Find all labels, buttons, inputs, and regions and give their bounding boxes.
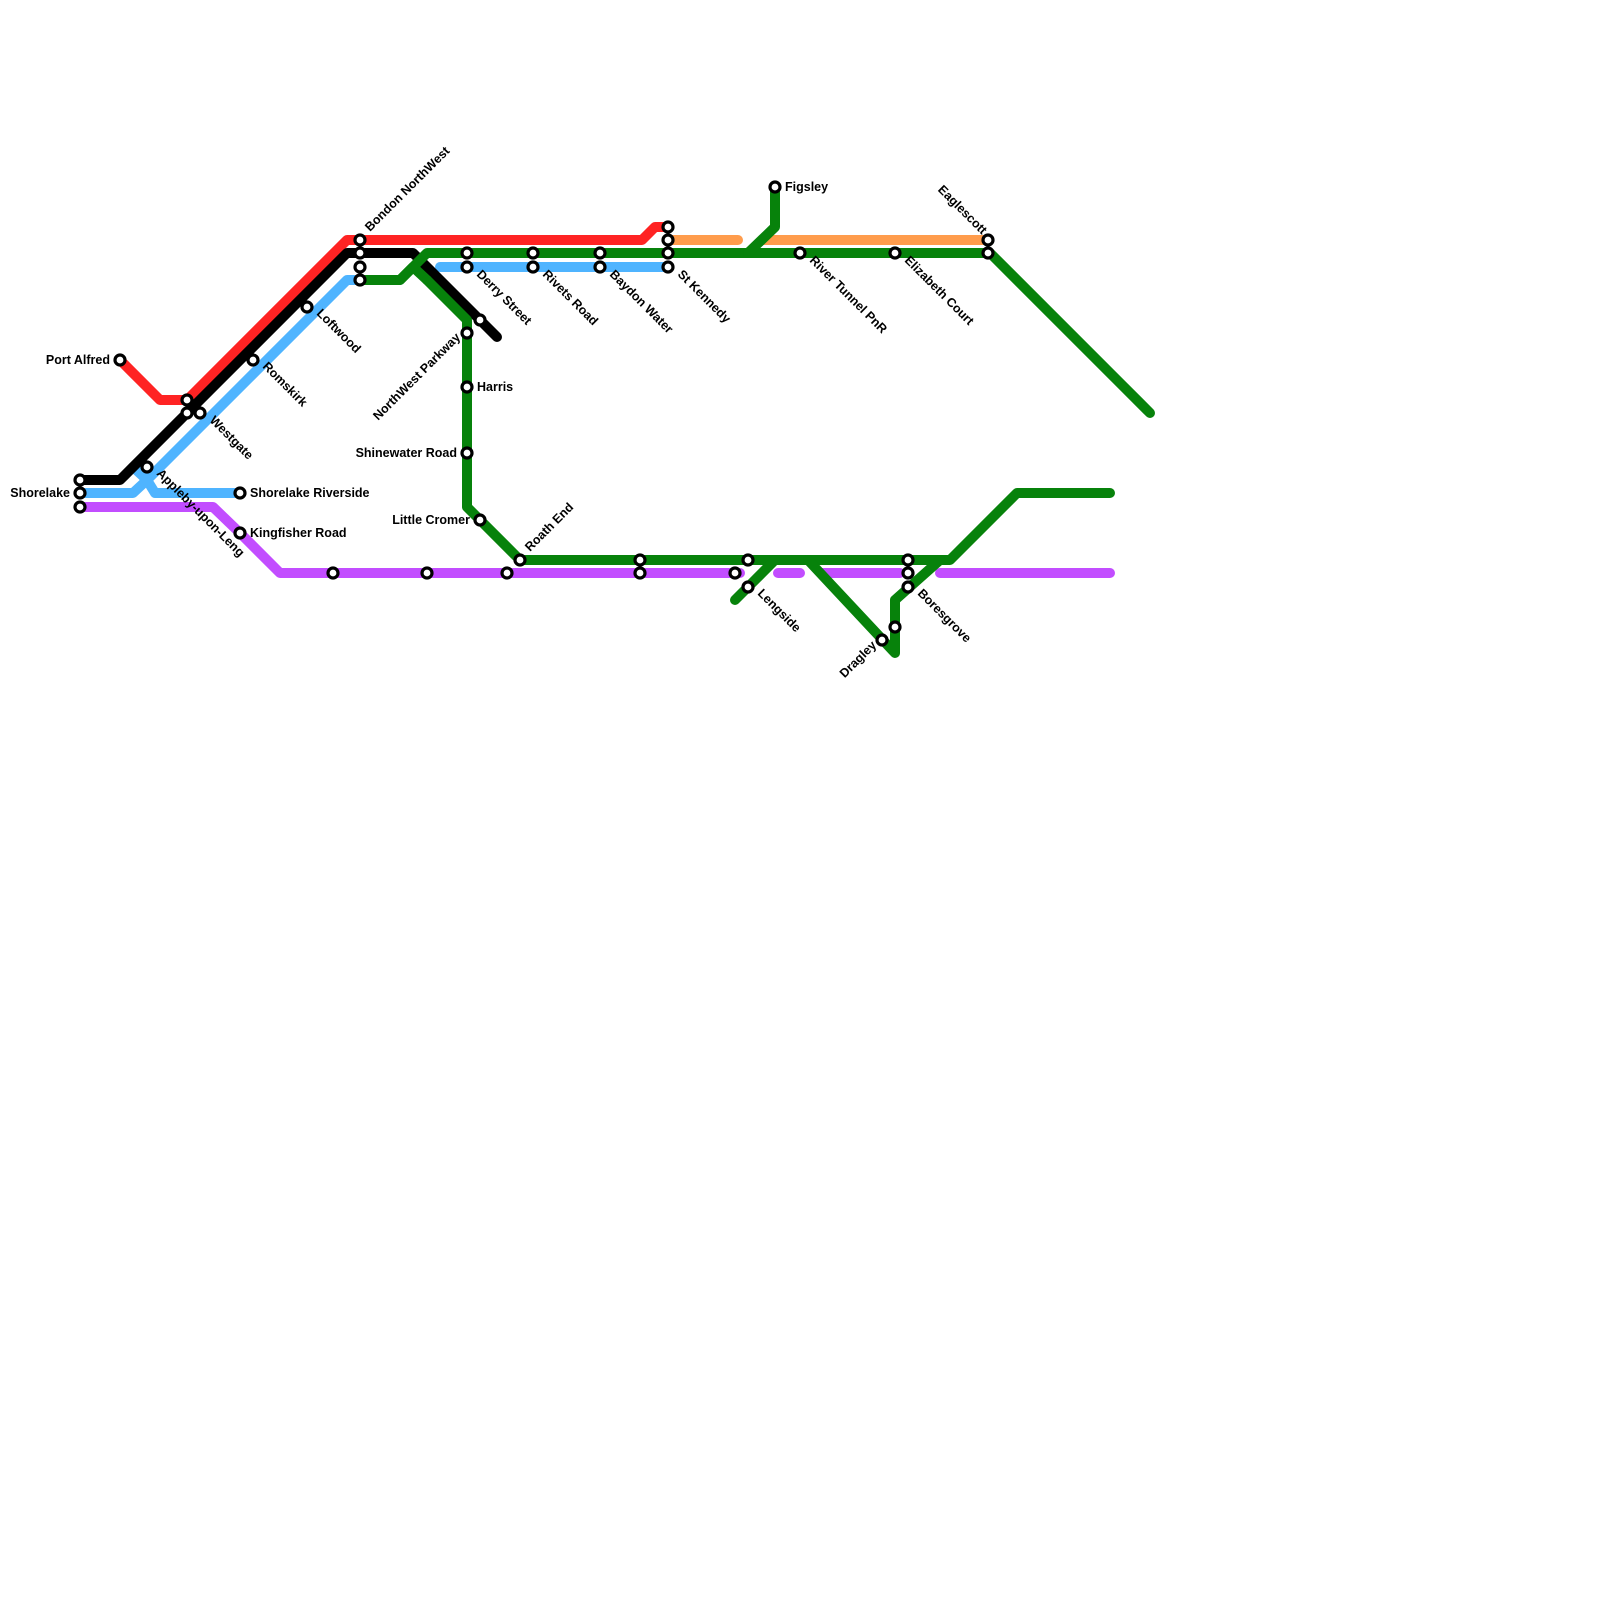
- station-st-kennedy-red[interactable]: [661, 220, 675, 234]
- label-little-cromer: Little Cromer: [392, 513, 470, 527]
- station-unnamed-interchange-green[interactable]: [633, 553, 647, 567]
- station-baydon-water-blue[interactable]: [593, 260, 607, 274]
- green-line-connector[interactable]: [395, 262, 432, 285]
- station-st-kennedy-blue[interactable]: [661, 260, 675, 274]
- station-derry-street-black[interactable]: [473, 313, 487, 327]
- label-shorelake-riverside: Shorelake Riverside: [250, 486, 370, 500]
- label-appleby-upon-leng: Appleby-upon-Leng: [154, 466, 247, 559]
- station-bondon-northwest-black[interactable]: [353, 246, 367, 260]
- station-bondon-northwest-blue[interactable]: [353, 260, 367, 274]
- label-kingfisher-road: Kingfisher Road: [250, 526, 347, 540]
- station-westgate-blue[interactable]: [193, 406, 207, 420]
- station-romskirk[interactable]: [246, 353, 260, 367]
- station-bondon-northwest-green[interactable]: [353, 273, 367, 287]
- label-baydon-water: Baydon Water: [607, 267, 676, 336]
- label-shinewater-road: Shinewater Road: [356, 446, 457, 460]
- station-unnamed-interchange-purple[interactable]: [633, 566, 647, 580]
- label-boresgrove: Boresgrove: [915, 586, 974, 645]
- station-appleby-upon-leng[interactable]: [140, 460, 154, 474]
- station-st-kennedy-orange[interactable]: [661, 233, 675, 247]
- station-roath-end-green[interactable]: [513, 553, 527, 567]
- label-harris: Harris: [477, 380, 513, 394]
- label-dragley: Dragley: [837, 638, 879, 680]
- label-roath-end: Roath End: [522, 500, 576, 554]
- label-river-tunnel-pnr: River Tunnel PnR: [807, 253, 890, 336]
- label-lengside: Lengside: [755, 586, 804, 635]
- blue-line-shorelake-riverside[interactable]: [128, 462, 245, 498]
- station-port-alfred[interactable]: [113, 353, 127, 367]
- station-eaglescott-orange[interactable]: [981, 233, 995, 247]
- station-elizabeth-court[interactable]: [888, 246, 902, 260]
- station-shinewater-road[interactable]: [460, 446, 474, 460]
- label-figsley: Figsley: [785, 180, 828, 194]
- station-little-cromer[interactable]: [473, 513, 487, 527]
- station-boresgrove-branch[interactable]: [901, 580, 915, 594]
- station-westgate-red[interactable]: [180, 393, 194, 407]
- red-line[interactable]: [115, 222, 673, 405]
- station-baydon-water-green[interactable]: [593, 246, 607, 260]
- label-eaglescott: Eaglescott: [935, 183, 990, 238]
- label-elizabeth-court: Elizabeth Court: [902, 253, 977, 328]
- green-line-main[interactable]: [355, 248, 1155, 418]
- label-bondon-northwest: Bondon NorthWest: [362, 143, 453, 234]
- black-line[interactable]: [75, 248, 502, 485]
- label-st-kennedy: St Kennedy: [675, 267, 734, 326]
- station-loftwood[interactable]: [300, 300, 314, 314]
- station-kingfisher-road[interactable]: [233, 526, 247, 540]
- label-shorelake: Shorelake: [10, 486, 70, 500]
- green-line-figsley-branch[interactable]: [743, 182, 780, 258]
- stations: [73, 180, 995, 647]
- station-harris[interactable]: [460, 380, 474, 394]
- station-unnamed-purple-2[interactable]: [420, 566, 434, 580]
- station-dragley-2[interactable]: [888, 620, 902, 634]
- station-shorelake-blue[interactable]: [73, 486, 87, 500]
- station-roath-end-purple[interactable]: [500, 566, 514, 580]
- station-figsley[interactable]: [768, 180, 782, 194]
- station-unnamed-purple-1[interactable]: [326, 566, 340, 580]
- label-romskirk: Romskirk: [260, 359, 310, 409]
- station-dragley-1[interactable]: [875, 633, 889, 647]
- station-shorelake-purple[interactable]: [73, 500, 87, 514]
- station-westgate-black[interactable]: [180, 406, 194, 420]
- station-derry-street-green[interactable]: [460, 246, 474, 260]
- station-lengside-green[interactable]: [741, 553, 755, 567]
- station-st-kennedy-green[interactable]: [661, 246, 675, 260]
- station-northwest-parkway[interactable]: [460, 326, 474, 340]
- station-shorelake-black[interactable]: [73, 473, 87, 487]
- label-westgate: Westgate: [207, 413, 256, 462]
- station-river-tunnel-pnr[interactable]: [793, 246, 807, 260]
- blue-line-trunk[interactable]: [75, 275, 405, 498]
- label-loftwood: Loftwood: [314, 306, 364, 356]
- station-eaglescott-green[interactable]: [981, 246, 995, 260]
- station-derry-street-blue[interactable]: [460, 260, 474, 274]
- label-rivets-road: Rivets Road: [540, 267, 601, 328]
- label-port-alfred: Port Alfred: [46, 353, 110, 367]
- station-boresgrove-green[interactable]: [901, 553, 915, 567]
- station-lengside-branch[interactable]: [741, 580, 755, 594]
- label-northwest-parkway: NorthWest Parkway: [370, 330, 463, 423]
- station-lengside-purple[interactable]: [728, 566, 742, 580]
- station-rivets-road-blue[interactable]: [526, 260, 540, 274]
- station-boresgrove-purple[interactable]: [901, 566, 915, 580]
- station-rivets-road-green[interactable]: [526, 246, 540, 260]
- station-bondon-northwest-red[interactable]: [353, 233, 367, 247]
- station-shorelake-riverside[interactable]: [233, 486, 247, 500]
